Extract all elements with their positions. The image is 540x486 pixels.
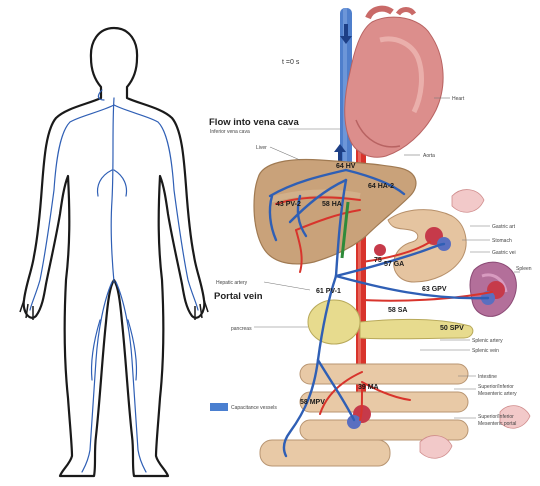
marker-spv: 50 SPV [440,325,464,332]
marker-pv: 61 PV-1 [316,288,341,295]
gastric-vein-label: Gastric vei [492,250,516,256]
mesenteric-artery-label-1: Superior/Inferior [478,384,514,390]
flow-title: Flow into vena cava [209,117,299,128]
marker-mpv: 58 MPV [300,399,325,406]
marker-ha: 58 HA [322,201,342,208]
heart-label: Heart [452,96,465,102]
inferior-vena-cava-label: Inferior vena cava [210,129,250,135]
marker-sa: 58 SA [388,307,407,314]
marker-75: 75 [374,257,382,264]
mesenteric-artery-label-2: Mesenteric artery [478,391,517,397]
splenic-artery-label: Splenic artery [472,338,503,344]
body-outline [24,28,205,476]
time-label: t =0 s [282,59,300,66]
marker-hv2: 64 HA-2 [368,183,394,190]
marker-ma: 39 MA [358,384,379,391]
hepatic-artery-label: Hepatic artery [216,280,248,286]
marker-ga: 57 GA [384,261,404,268]
capacitance-label-1: Capacitance vessels [231,405,277,411]
splenic-vein-label: Splenic vein [472,348,499,354]
gastric-artery-label: Gastric art [492,224,516,230]
portal-vein-label: Portal vein [214,291,263,302]
liver-label: Liver [256,145,267,151]
heart [345,9,443,158]
liver [254,160,416,264]
mesenteric-vein-label-2: Mesenteric portal [478,421,516,427]
stomach [388,210,466,282]
mesenteric-vein-label-1: Superior/Inferior [478,414,514,420]
marker-hv: 64 HV [336,163,356,170]
body-figure [20,28,208,476]
intestine-label: Intestine [478,374,497,380]
marker-gpv: 63 GPV [422,286,447,293]
spleen-label: Spleen [516,266,532,272]
aorta-label: Aorta [423,153,435,159]
stomach-label: Stomach [492,238,512,244]
marker-pv2: 43 PV-2 [276,201,301,208]
capacitance-legend-swatch [210,403,228,411]
pancreas-label: pancreas [231,326,252,332]
